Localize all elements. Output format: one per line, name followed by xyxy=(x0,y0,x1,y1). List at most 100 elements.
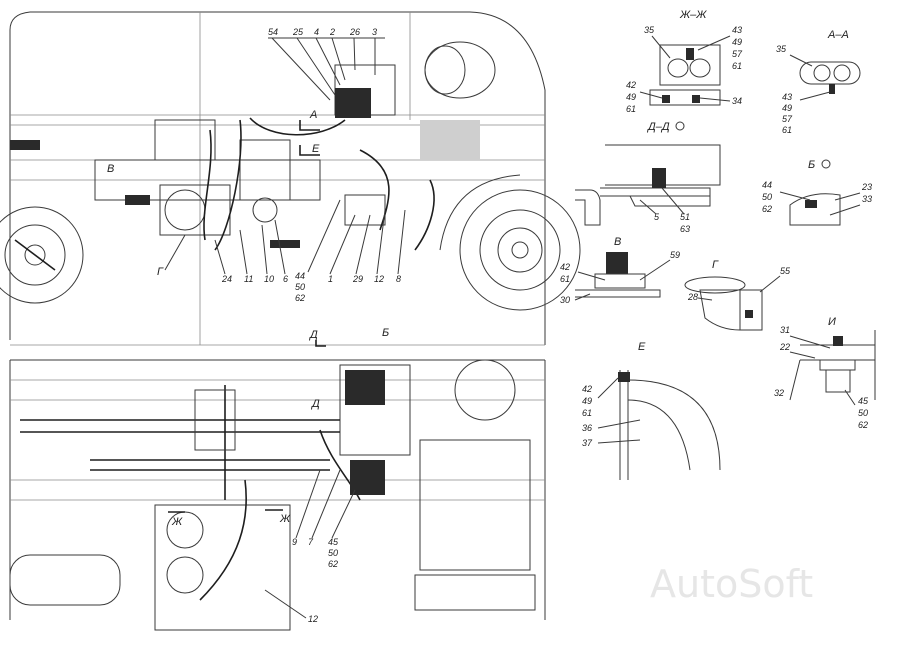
vertical-guides xyxy=(199,12,411,345)
callout-62-plan: 62 xyxy=(328,559,338,569)
hydraulic-tank-plan xyxy=(339,364,411,456)
callout-62: 62 xyxy=(295,293,305,303)
e-37: 37 xyxy=(582,438,593,448)
e-36: 36 xyxy=(582,423,592,433)
section-arrows xyxy=(299,120,320,156)
section-i: И 31 22 32 45 50 62 xyxy=(774,316,876,430)
pump-plan xyxy=(345,370,385,405)
b-44: 44 xyxy=(762,180,772,190)
section-zh-title: Ж–Ж xyxy=(679,9,707,21)
engine-block xyxy=(420,120,480,160)
e-curve xyxy=(627,379,721,471)
plan-view: Д Б Д Ж Ж 9 7 45 50 62 12 xyxy=(9,327,546,631)
callout-8: 8 xyxy=(396,274,401,284)
plan-guides xyxy=(10,379,545,501)
callout-2: 2 xyxy=(329,27,335,37)
callout-45: 45 xyxy=(328,537,339,547)
section-zh: Ж–Ж 35 43 49 57 61 42 49 61 34 xyxy=(626,9,743,114)
callout-25: 25 xyxy=(292,27,304,37)
zh-42: 42 xyxy=(626,80,636,90)
marker-Zh-left: Ж xyxy=(171,516,183,528)
marker-D-plan: Д xyxy=(310,398,320,410)
marker-D: Д xyxy=(308,329,318,341)
section-g-title: Г xyxy=(712,259,719,271)
mount-2 xyxy=(270,240,300,248)
hose-3 xyxy=(359,149,390,231)
leader-12 xyxy=(264,589,307,619)
section-d: Д–Д 5 51 63 xyxy=(575,121,721,234)
section-g: Г 28 55 xyxy=(684,259,791,331)
plan-frame xyxy=(9,359,546,620)
section-a: А–А 35 43 49 57 61 xyxy=(776,29,861,135)
section-v-title: В xyxy=(614,236,621,248)
upper-box xyxy=(154,119,216,161)
callout-26: 26 xyxy=(349,27,360,37)
v-59: 59 xyxy=(670,250,680,260)
air-cleaner-cap xyxy=(424,45,466,95)
b-50: 50 xyxy=(762,192,772,202)
v-30: 30 xyxy=(560,295,570,305)
callout-4: 4 xyxy=(314,27,319,37)
small-pulley xyxy=(252,197,278,223)
a-49: 49 xyxy=(782,103,792,113)
d-51: 51 xyxy=(680,212,690,222)
v-washer xyxy=(594,273,646,289)
section-d-title: Д–Д xyxy=(646,121,670,133)
engine-plan xyxy=(419,439,531,571)
d-plate xyxy=(600,187,711,197)
callout-50-plan: 50 xyxy=(328,548,338,558)
tow-bracket xyxy=(10,140,40,150)
marker-D-arrow xyxy=(315,340,326,347)
transmission-block xyxy=(159,184,231,236)
section-v: В 42 61 30 59 xyxy=(560,236,680,305)
callout-12: 12 xyxy=(374,274,384,284)
section-b: Б 44 50 62 23 33 xyxy=(762,159,872,226)
callout-10: 10 xyxy=(264,274,274,284)
g-elbow xyxy=(699,289,741,331)
section-e: Е 42 49 61 36 37 xyxy=(582,341,721,480)
a-61: 61 xyxy=(782,125,792,135)
pump-unit xyxy=(335,88,371,118)
a-35: 35 xyxy=(776,44,787,54)
section-a-title: А–А xyxy=(827,29,849,41)
callout-44: 44 xyxy=(295,271,305,281)
zh-34: 34 xyxy=(732,96,742,106)
callout-54: 54 xyxy=(268,27,278,37)
d-63: 63 xyxy=(680,224,690,234)
d-base xyxy=(629,195,711,207)
rear-wheel xyxy=(0,206,84,304)
zh-43: 43 xyxy=(732,25,742,35)
e-42: 42 xyxy=(582,384,592,394)
callout-24: 24 xyxy=(221,274,232,284)
zh-49b: 49 xyxy=(626,92,636,102)
i-50: 50 xyxy=(858,408,868,418)
bottom-callouts: Г 24 11 10 6 44 50 62 1 29 12 8 xyxy=(157,199,406,303)
callout-6: 6 xyxy=(283,274,288,284)
side-view: 54 25 4 2 26 3 А Е В Г 24 11 10 6 44 50 … xyxy=(0,11,581,346)
callout-7: 7 xyxy=(308,537,314,547)
v-42: 42 xyxy=(560,262,570,272)
plan-hose-1 xyxy=(199,479,247,601)
marker-B: Б xyxy=(382,327,389,339)
marker-E: Е xyxy=(312,143,320,155)
i-31: 31 xyxy=(780,325,790,335)
a-43: 43 xyxy=(782,92,792,102)
air-cleaner-plan xyxy=(454,359,516,421)
body-outline xyxy=(9,11,546,345)
v-nut xyxy=(606,252,628,274)
callout-11: 11 xyxy=(244,274,253,284)
pulley xyxy=(164,189,206,231)
g-55: 55 xyxy=(780,266,791,276)
gearbox-housing xyxy=(239,139,291,201)
section-b-title: Б xyxy=(808,159,815,171)
front-wheel xyxy=(439,174,581,311)
a-57: 57 xyxy=(782,114,793,124)
b-23: 23 xyxy=(861,182,872,192)
zh-61: 61 xyxy=(732,61,742,71)
section-e-title: Е xyxy=(638,341,646,353)
top-callouts: 54 25 4 2 26 3 xyxy=(268,27,385,101)
battery-2 xyxy=(166,556,204,594)
d-5: 5 xyxy=(654,212,660,222)
zh-35: 35 xyxy=(644,25,655,35)
callout-3: 3 xyxy=(372,27,377,37)
